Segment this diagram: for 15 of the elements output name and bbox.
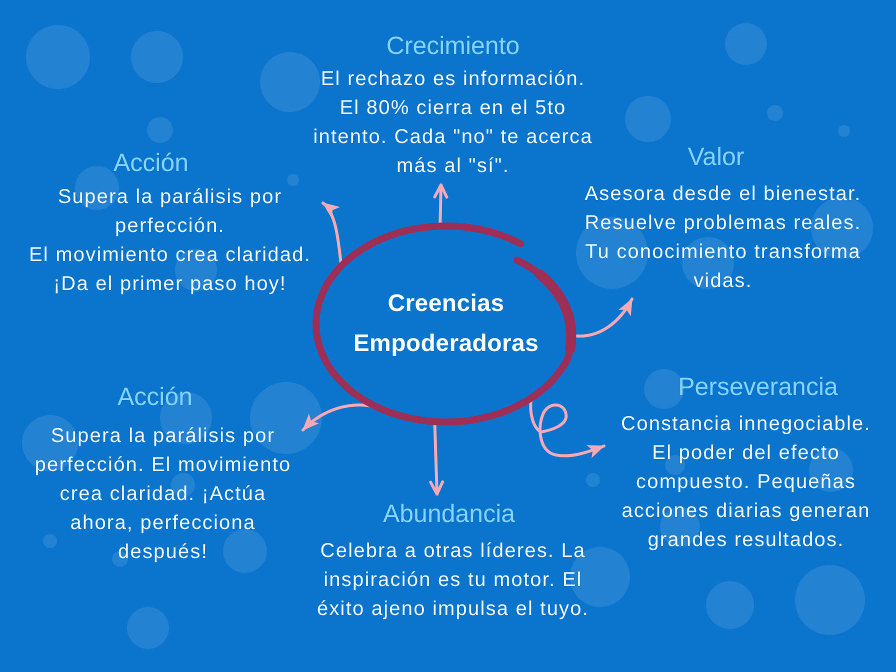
body-text: Constancia innegociable. El poder del efecto compuesto. Pequeñas acciones diarias generan grandes resultados. <box>620 412 872 553</box>
heading: Valor <box>688 142 744 172</box>
body-text: Celebra a otras líderes. La inspiración es tu motor. El éxito ajeno impulsa el tuyo. <box>316 539 590 622</box>
heading: Crecimiento <box>386 31 520 61</box>
curved-arrow <box>574 298 634 338</box>
center-title: Creencias Empoderadoras <box>352 289 540 359</box>
body-text: Supera la parálisis por perfección. <box>56 185 284 239</box>
heading: Acción <box>117 382 193 412</box>
heading: Perseverancia <box>678 372 838 402</box>
body-text: El movimiento crea claridad. ¡Da el primer paso hoy! <box>28 243 312 297</box>
heading: Acción <box>113 148 189 178</box>
heading: Abundancia <box>382 499 516 529</box>
body-text: El rechazo es información. El 80% cierra en el 5to intento. Cada "no" te acerca más al "sí". <box>312 67 594 179</box>
body-text: Asesora desde el bienestar. Resuelve problemas reales. Tu conocimiento transforma vidas. <box>584 182 862 294</box>
body-text: Supera la parálisis por perfección. El movimiento crea claridad. ¡Actúa ahora, perfecciona después! <box>34 424 292 565</box>
